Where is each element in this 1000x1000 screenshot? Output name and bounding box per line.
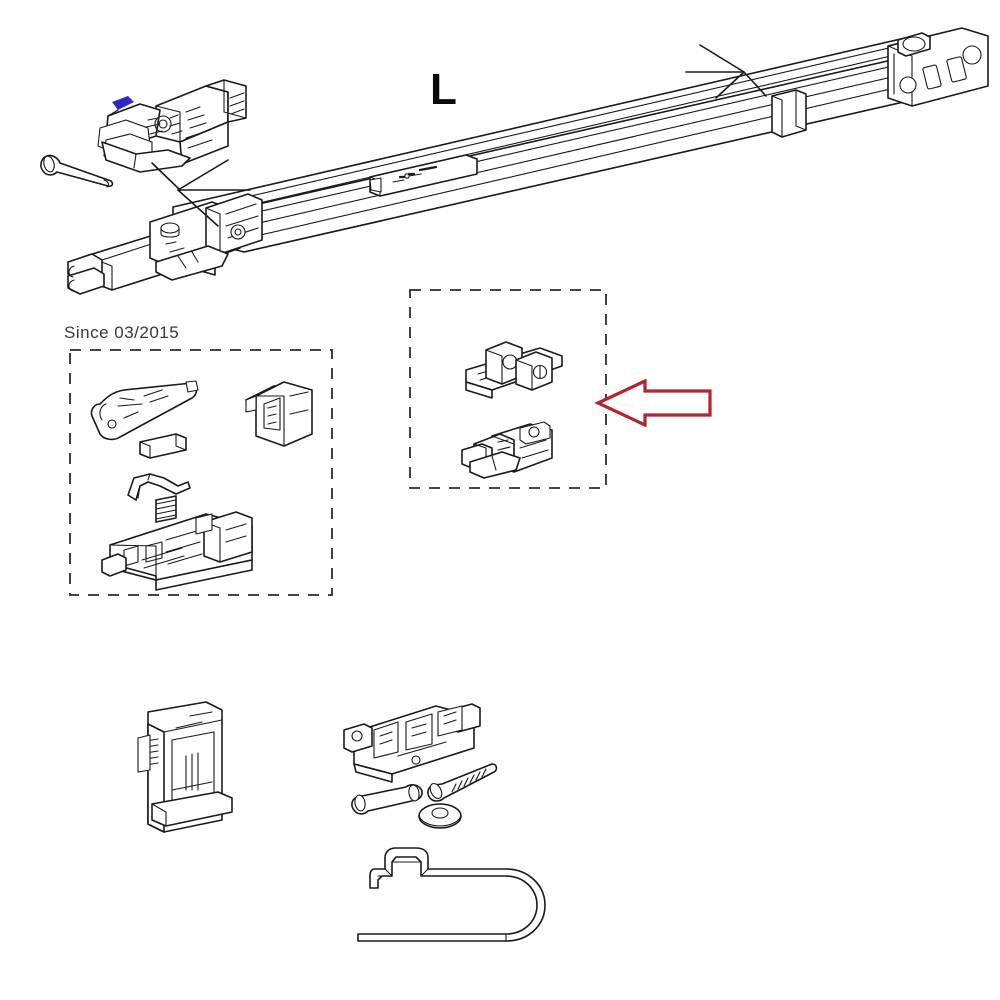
double-lug-bracket-part bbox=[465, 341, 563, 399]
end-bracket-part bbox=[245, 381, 313, 447]
red-highlight-arrow bbox=[594, 378, 712, 428]
pin-part bbox=[351, 784, 423, 815]
leader-arrow-upper-right bbox=[685, 44, 767, 99]
clamp-knuckle-part bbox=[461, 421, 553, 479]
since-date-label: Since 03/2015 bbox=[64, 323, 180, 342]
bottom-parts-group bbox=[137, 701, 546, 942]
main-arm-assembly bbox=[40, 27, 989, 295]
arm-upper-profile bbox=[205, 59, 931, 253]
dashed-border-highlight bbox=[409, 289, 607, 489]
side-marker-label: L bbox=[430, 65, 457, 114]
telescope-collar bbox=[771, 89, 807, 138]
arm-left-joint bbox=[67, 193, 263, 295]
lever-handle-part bbox=[90, 380, 199, 441]
wall-mount-bracket-part bbox=[137, 701, 233, 833]
coil-spring-part bbox=[155, 495, 177, 523]
blue-accent-mark bbox=[112, 96, 134, 110]
washer-part bbox=[418, 803, 462, 829]
curved-clip-part bbox=[127, 473, 191, 501]
callout-box-since bbox=[69, 349, 333, 596]
knuckle-joint-exploded-part bbox=[97, 79, 247, 173]
leader-arrow-lower-left bbox=[151, 159, 251, 227]
mounting-base-part bbox=[343, 703, 481, 783]
dashed-border-since bbox=[69, 349, 333, 596]
wire-bail-hook-part bbox=[357, 847, 546, 942]
callout-box-highlight bbox=[409, 289, 712, 489]
pin-block-part bbox=[139, 433, 187, 459]
clevis-pin-part bbox=[40, 154, 114, 188]
housing-assembly-part bbox=[101, 511, 253, 591]
end-mounting-plate bbox=[887, 27, 989, 107]
threaded-bolt-part bbox=[427, 763, 498, 802]
slider-block-detail bbox=[369, 154, 478, 197]
